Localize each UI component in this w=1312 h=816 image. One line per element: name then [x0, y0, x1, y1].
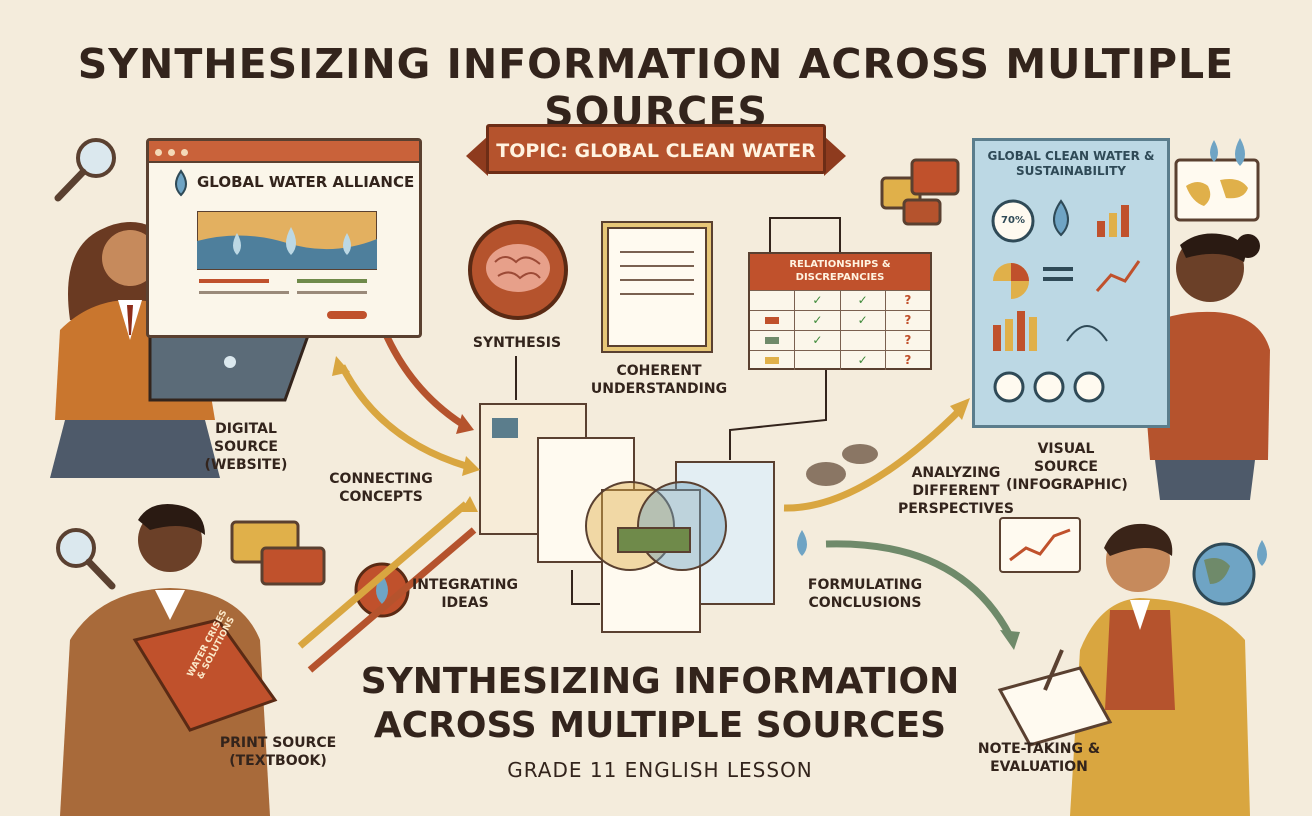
infographic-heading: GLOBAL CLEAN WATER & SUSTAINABILITY: [987, 149, 1155, 178]
browser-dot: [168, 149, 175, 156]
water-drop-icon-small: [797, 530, 807, 556]
check-icon: ✓: [794, 291, 839, 310]
arrow-formulating-conclusions: [825, 540, 1020, 650]
label-formulating-conclusions: FORMULATING CONCLUSIONS: [807, 577, 923, 611]
infographic-panel: GLOBAL CLEAN WATER & SUSTAINABILITY 70%: [972, 138, 1170, 428]
speech-bubble-icon-left: [230, 520, 326, 586]
lesson-title: SYNTHESIZING INFORMATION ACROSS MULTIPLE…: [360, 661, 960, 746]
arrow-digital-to-docs: [380, 328, 474, 434]
question-icon: ?: [884, 311, 930, 330]
website-heading: GLOBAL WATER ALLIANCE: [197, 173, 415, 191]
magnifier-icon-top: [54, 138, 116, 202]
label-coherent-understanding: COHERENT UNDERSTANDING: [590, 363, 728, 397]
website-hero-image: [197, 211, 377, 319]
stepping-stones-icon: [806, 444, 878, 486]
flow-connector-lines: [515, 217, 841, 605]
label-note-taking: NOTE-TAKING & EVALUATION: [977, 741, 1101, 775]
banner-tail-right: [824, 136, 846, 176]
water-drop-icon: [175, 169, 187, 197]
label-synthesis: SYNTHESIS: [472, 335, 562, 351]
arrow-integrating-ideas: [297, 496, 478, 673]
relationships-table: RELATIONSHIPS & DISCREPANCIES ✓ ✓ ? ✓ ✓ …: [748, 252, 932, 370]
world-map-icon: [1174, 158, 1260, 222]
label-analyzing-perspectives: ANALYZING DIFFERENT PERSPECTIVES: [897, 465, 1015, 517]
table-cell: [750, 331, 794, 350]
table-row: ✓ ✓ ?: [750, 290, 930, 310]
magnifier-icon-bottom: [56, 528, 116, 590]
question-icon: ?: [884, 291, 930, 310]
document-stack: [479, 221, 775, 633]
browser-dot: [155, 149, 162, 156]
label-connecting-concepts: CONNECTING CONCEPTS: [329, 471, 433, 505]
table-cell: [794, 351, 839, 370]
topic-banner: TOPIC: GLOBAL CLEAN WATER: [486, 124, 826, 174]
banner-tail-left: [466, 136, 488, 176]
arrow-analyzing-perspectives: [783, 398, 970, 512]
page-title: SYNTHESIZING INFORMATION ACROSS MULTIPLE…: [77, 40, 1235, 136]
arrow-connecting-concepts: [332, 356, 480, 476]
browser-dot: [181, 149, 188, 156]
lesson-grade: GRADE 11 ENGLISH LESSON: [507, 758, 813, 782]
student-boy-reading-figure: [60, 504, 278, 816]
label-print-source: PRINT SOURCE (TEXTBOOK): [219, 735, 337, 769]
browser-title-bar: [149, 141, 419, 163]
table-cell: [750, 311, 794, 330]
infographic-charts: [991, 199, 1141, 403]
table-cell: [839, 331, 885, 350]
water-drop-icon-pair: [1210, 138, 1245, 166]
globe-icon: [1192, 540, 1267, 606]
table-row: ✓ ?: [750, 350, 930, 370]
table-cell: [750, 351, 794, 370]
student-pointing-figure: [1092, 233, 1270, 500]
check-icon: ✓: [794, 311, 839, 330]
table-row: ✓ ✓ ?: [750, 310, 930, 330]
brain-synthesis-icon: [468, 220, 568, 320]
speech-bubble-icon-right: [880, 158, 960, 226]
question-icon: ?: [884, 351, 930, 370]
table-row: ✓ ?: [750, 330, 930, 350]
line-chart-card-icon: [999, 517, 1081, 573]
question-icon: ?: [884, 331, 930, 350]
website-browser-window: GLOBAL WATER ALLIANCE: [146, 138, 422, 338]
check-icon: ✓: [839, 291, 885, 310]
label-visual-source: VISUAL SOURCE (INFOGRAPHIC): [1006, 441, 1128, 493]
infographic-stat: 70%: [1001, 215, 1025, 226]
check-icon: ✓: [794, 331, 839, 350]
student-writing-figure: [997, 523, 1250, 816]
label-digital-source: DIGITAL SOURCE (WEBSITE): [204, 421, 288, 473]
table-cell: [750, 291, 794, 310]
relationships-table-heading: RELATIONSHIPS & DISCREPANCIES: [750, 254, 930, 290]
label-integrating-ideas: INTEGRATING IDEAS: [411, 577, 519, 611]
check-icon: ✓: [839, 311, 885, 330]
check-icon: ✓: [839, 351, 885, 370]
